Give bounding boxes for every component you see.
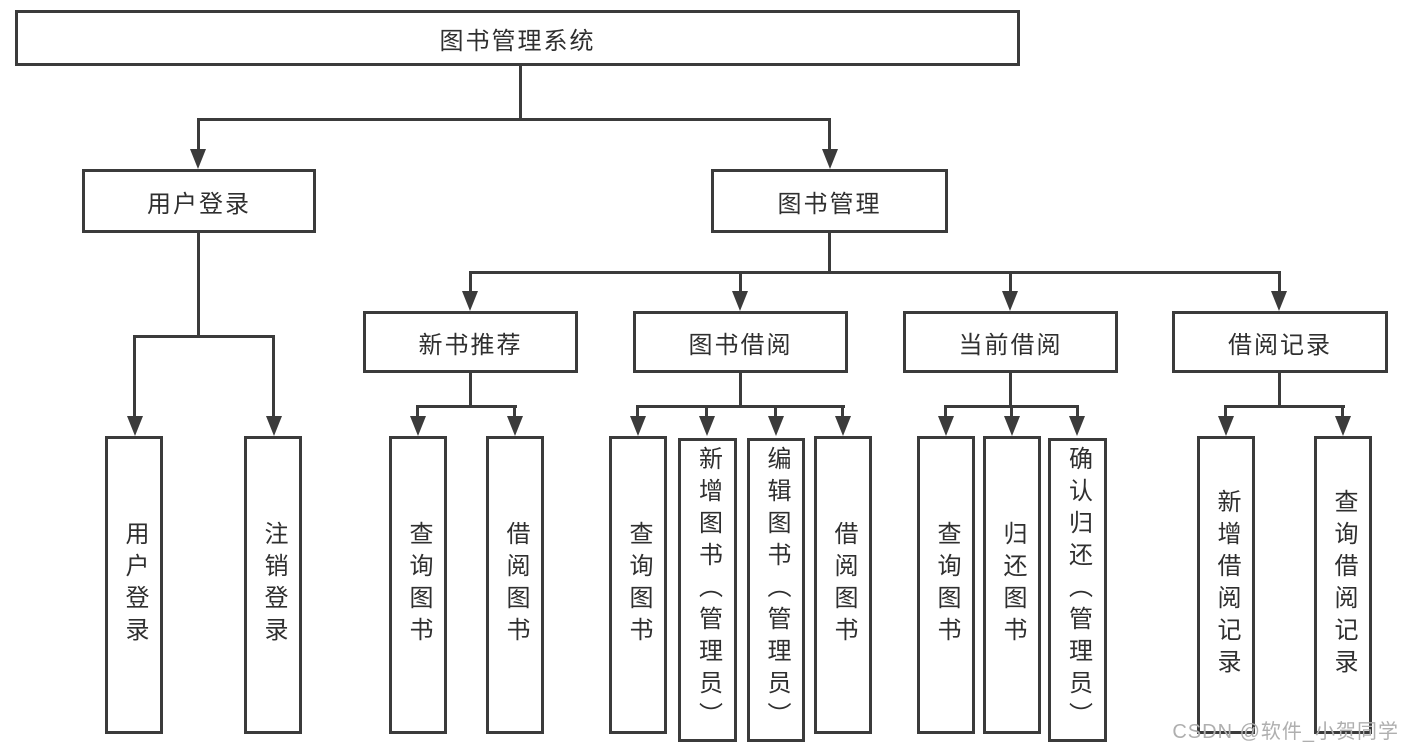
arrow-down-icon: [699, 416, 715, 436]
leaf-confirm-return-admin: 确认归还（管理员）: [1048, 438, 1107, 742]
connector-login-bar: [133, 335, 275, 338]
node-label: 借阅图书: [830, 521, 857, 649]
connector-drop-l3a: [469, 271, 472, 293]
node-label: 新书推荐: [418, 331, 523, 359]
node-user-login-branch: 用户登录: [82, 169, 316, 233]
connector-drop-l3c: [1009, 271, 1012, 293]
connector-drop-leaf: [774, 405, 777, 419]
leaf-user-login: 用户登录: [105, 436, 163, 734]
leaf-query-books-a: 查询图书: [389, 436, 447, 734]
arrow-down-icon: [1271, 291, 1287, 311]
connector-drop-login-leaf1: [133, 335, 136, 417]
leaf-return-books: 归还图书: [983, 436, 1041, 734]
connector-level1-bar: [197, 118, 831, 121]
node-label: 编辑图书（管理员）: [763, 446, 790, 734]
connector-drop-leaf: [513, 405, 516, 419]
node-book-borrow: 图书借阅: [633, 311, 848, 373]
connector-l3a-bar: [416, 405, 517, 408]
node-label: 查询图书: [405, 521, 432, 649]
connector-drop-leaf: [705, 405, 708, 419]
connector-l3b-stem: [739, 373, 742, 408]
connector-drop-leaf: [1224, 405, 1227, 419]
leaf-add-book-admin: 新增图书（管理员）: [678, 438, 737, 742]
arrow-down-icon: [768, 416, 784, 436]
connector-login-stem: [197, 233, 200, 337]
node-label: 图书管理: [777, 190, 882, 218]
leaf-logout: 注销登录: [244, 436, 302, 734]
connector-drop-l3d: [1278, 271, 1281, 293]
node-label: 当前借阅: [958, 331, 1063, 359]
connector-drop-leaf: [416, 405, 419, 419]
leaf-query-books-c: 查询图书: [917, 436, 975, 734]
arrow-down-icon: [462, 291, 478, 311]
node-current-borrow: 当前借阅: [903, 311, 1118, 373]
csdn-watermark: CSDN @软件_小贺同学: [1172, 721, 1399, 743]
arrow-down-icon: [822, 149, 838, 169]
node-label: 借阅记录: [1228, 331, 1332, 359]
node-label: 用户登录: [147, 190, 251, 218]
connector-root-stem: [519, 66, 522, 120]
arrow-down-icon: [938, 416, 954, 436]
arrow-down-icon: [1004, 416, 1020, 436]
node-borrow-records: 借阅记录: [1172, 311, 1388, 373]
node-label: 查询借阅记录: [1330, 489, 1357, 681]
connector-level2-bar: [469, 271, 1281, 274]
arrow-down-icon: [1002, 291, 1018, 311]
node-label: 归还图书: [999, 521, 1026, 649]
connector-drop-leaf: [1076, 405, 1079, 419]
node-label: 图书借阅: [688, 331, 793, 359]
leaf-edit-book-admin: 编辑图书（管理员）: [747, 438, 805, 742]
connector-drop-leaf: [841, 405, 844, 419]
arrow-down-icon: [190, 149, 206, 169]
node-label: 注销登录: [260, 521, 287, 649]
node-label: 新增图书（管理员）: [694, 446, 722, 734]
connector-l3c-stem: [1009, 373, 1012, 408]
leaf-borrow-books-b: 借阅图书: [814, 436, 872, 734]
arrow-down-icon: [266, 416, 282, 436]
connector-drop-l3b: [739, 271, 742, 293]
leaf-query-borrow-record: 查询借阅记录: [1314, 436, 1372, 734]
node-book-mgmt-branch: 图书管理: [711, 169, 948, 233]
leaf-add-borrow-record: 新增借阅记录: [1197, 436, 1255, 734]
connector-l3d-bar: [1224, 405, 1345, 408]
node-new-book-recommend: 新书推荐: [363, 311, 578, 373]
leaf-query-books-b: 查询图书: [609, 436, 667, 734]
arrow-down-icon: [630, 416, 646, 436]
arrow-down-icon: [1069, 416, 1085, 436]
connector-l3a-stem: [469, 373, 472, 408]
node-label: 查询图书: [625, 521, 652, 649]
node-label: 借阅图书: [502, 521, 529, 649]
connector-drop-login: [197, 118, 200, 151]
arrow-down-icon: [127, 416, 143, 436]
connector-mgmt-stem: [828, 233, 831, 274]
connector-drop-login-leaf2: [272, 335, 275, 417]
connector-drop-leaf: [944, 405, 947, 419]
arrow-down-icon: [835, 416, 851, 436]
connector-drop-leaf: [1010, 405, 1013, 419]
arrow-down-icon: [1218, 416, 1234, 436]
arrow-down-icon: [410, 416, 426, 436]
node-label: 查询图书: [933, 521, 960, 649]
node-label: 图书管理系统: [439, 27, 596, 55]
connector-drop-leaf: [1341, 405, 1344, 419]
node-label: 确认归还（管理员）: [1064, 446, 1092, 734]
node-label: 新增借阅记录: [1213, 489, 1240, 681]
node-label: 用户登录: [121, 521, 148, 649]
connector-l3b-bar: [636, 405, 845, 408]
connector-l3d-stem: [1278, 373, 1281, 408]
arrow-down-icon: [507, 416, 523, 436]
connector-drop-leaf: [636, 405, 639, 419]
connector-drop-mgmt: [828, 118, 831, 151]
arrow-down-icon: [1335, 416, 1351, 436]
arrow-down-icon: [732, 291, 748, 311]
leaf-borrow-books-a: 借阅图书: [486, 436, 544, 734]
node-library-system: 图书管理系统: [15, 10, 1020, 66]
